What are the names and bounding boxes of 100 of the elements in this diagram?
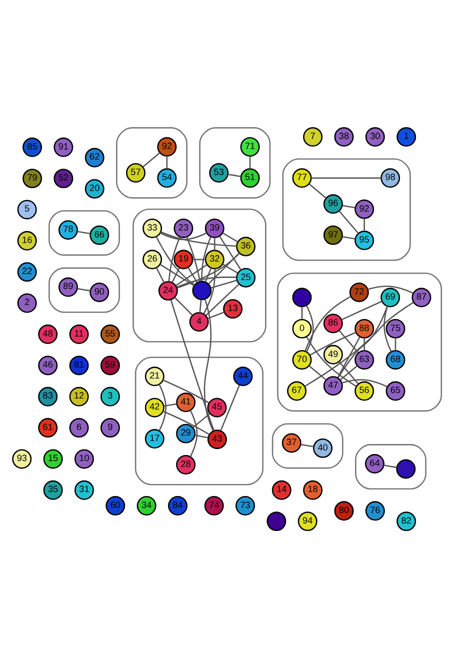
node-circle: 12 — [69, 386, 89, 406]
node-circle: 76 — [365, 500, 385, 520]
node-circle: 49 — [323, 344, 343, 364]
connector — [158, 384, 166, 431]
node-circle: 53 — [209, 162, 229, 182]
connector — [206, 282, 240, 316]
node-circle: 11 — [69, 324, 89, 344]
node-circle: 92 — [157, 136, 177, 156]
node-circle: 23 — [174, 218, 194, 238]
connector — [384, 306, 392, 352]
node-circle: 5 — [17, 199, 37, 219]
cluster — [48, 266, 120, 312]
connector — [364, 218, 365, 231]
connector — [222, 263, 238, 273]
node-circle: 61 — [38, 418, 58, 438]
connector — [338, 330, 359, 353]
node-circle: 71 — [240, 136, 260, 156]
node-circle: 39 — [204, 218, 224, 238]
node-circle: 43 — [207, 429, 227, 449]
connector — [162, 410, 210, 434]
connector — [394, 337, 396, 350]
node-circle: 89 — [58, 276, 78, 296]
node-circle: 62 — [84, 147, 104, 167]
node-circle — [292, 287, 312, 307]
node-circle: 92 — [354, 198, 374, 218]
node-circle: 28 — [176, 454, 196, 474]
cluster — [272, 422, 344, 468]
node-circle: 42 — [144, 397, 164, 417]
connector — [164, 402, 177, 406]
connector — [306, 304, 314, 352]
node-circle: 31 — [74, 480, 94, 500]
connector — [208, 252, 240, 284]
connector — [186, 236, 201, 281]
node-circle: 48 — [38, 324, 58, 344]
connector — [220, 384, 240, 430]
connector — [337, 336, 360, 378]
connector — [192, 258, 206, 260]
connector — [340, 364, 358, 380]
node-circle: 15 — [43, 448, 63, 468]
node-circle: 80 — [334, 500, 354, 520]
connector — [190, 410, 198, 457]
node-circle — [396, 458, 416, 478]
connector — [338, 360, 359, 384]
connector — [199, 299, 202, 312]
node-circle: 41 — [176, 392, 196, 412]
connector — [300, 443, 314, 447]
node-circle: 59 — [100, 355, 120, 375]
connector — [192, 412, 210, 428]
node-circle: 98 — [380, 168, 400, 188]
connector — [176, 252, 240, 288]
connector — [308, 183, 326, 198]
connector — [77, 288, 90, 291]
connector — [214, 237, 216, 250]
node-circle: 29 — [176, 423, 196, 443]
cluster — [48, 210, 120, 256]
node-circle: 7 — [303, 126, 323, 146]
connector — [208, 311, 225, 319]
node-circle: 33 — [142, 218, 162, 238]
cluster — [355, 444, 426, 489]
connector — [219, 235, 242, 270]
node-circle: 55 — [100, 324, 120, 344]
connector — [77, 230, 90, 234]
node-circle: 97 — [323, 224, 343, 244]
connector — [338, 306, 388, 378]
node-circle: 34 — [136, 495, 156, 515]
connector — [249, 156, 251, 168]
connector — [308, 364, 326, 380]
node-circle: 44 — [233, 366, 253, 386]
connector — [188, 266, 198, 282]
node-circle: 81 — [69, 355, 89, 375]
node-circle: 82 — [396, 511, 416, 531]
node-circle: 36 — [236, 236, 256, 256]
connector — [203, 268, 216, 314]
node-circle: 79 — [22, 168, 42, 188]
node-circle: 78 — [58, 220, 78, 240]
connector — [160, 232, 207, 240]
node-circle: 65 — [386, 380, 406, 400]
node-circle: 14 — [272, 480, 292, 500]
node-circle: 90 — [90, 282, 110, 302]
connector — [384, 464, 397, 468]
node-circle: 10 — [74, 448, 94, 468]
cluster — [134, 356, 264, 485]
node-circle: 37 — [282, 432, 302, 452]
connector — [368, 285, 414, 294]
connector — [341, 300, 382, 320]
connector — [310, 331, 356, 356]
connector — [174, 296, 193, 316]
cluster — [199, 126, 271, 198]
node-circle: 51 — [240, 168, 260, 188]
node-circle: 77 — [292, 168, 312, 188]
node-circle: 4 — [189, 312, 209, 332]
node-circle: 83 — [38, 386, 58, 406]
node-circle: 56 — [354, 380, 374, 400]
node-circle: 54 — [157, 168, 177, 188]
connector — [204, 267, 212, 282]
node-circle: 40 — [313, 438, 332, 458]
node-circle: 60 — [106, 495, 126, 515]
node-circle: 66 — [90, 224, 110, 244]
node-circle: 38 — [334, 126, 354, 146]
node-circle: 22 — [17, 262, 37, 282]
